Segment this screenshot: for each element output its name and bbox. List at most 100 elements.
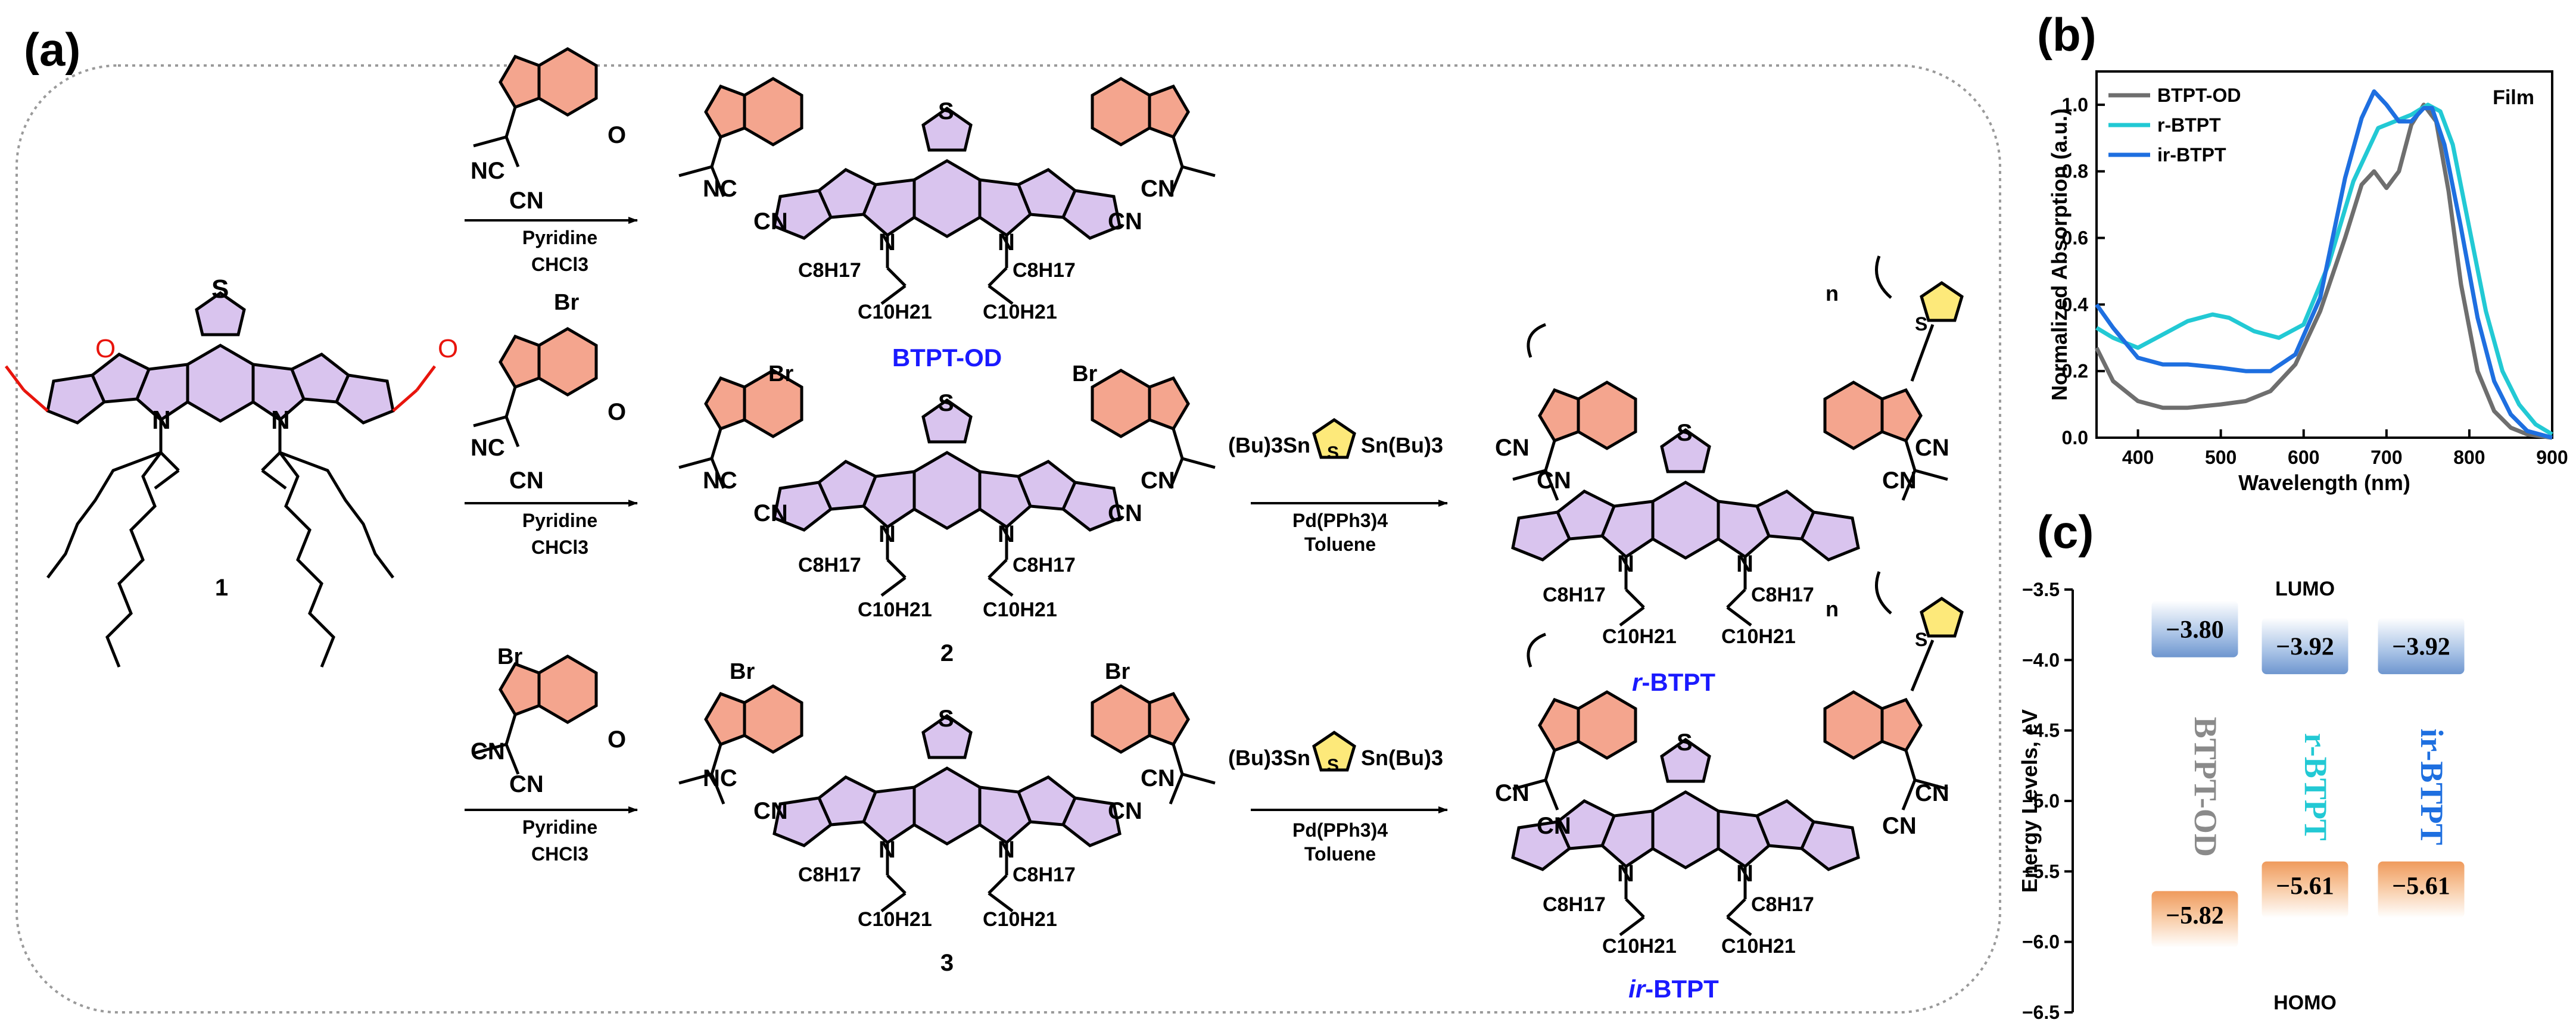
abs-y-tick-label: 1.0 bbox=[2062, 94, 2088, 116]
compound-2-N-left: N bbox=[879, 521, 896, 547]
abs-x-tick-label: 900 bbox=[2536, 447, 2568, 468]
btpt-od-end-left bbox=[679, 79, 802, 197]
energy-lumo-value-1: −3.92 bbox=[2276, 633, 2334, 660]
row3-stannane-left: (Bu)3Sn bbox=[1228, 746, 1310, 770]
compound-3-chain-c8-right: C8H17 bbox=[1013, 863, 1076, 886]
row3-reagent-toluene: Toluene bbox=[1304, 843, 1376, 865]
compound-2-chain-c10-left: C10H21 bbox=[858, 598, 932, 621]
compound-2-CN-left: CN bbox=[753, 500, 788, 526]
compound-3-br-right: Br bbox=[1105, 659, 1130, 684]
compound-2-NC: NC bbox=[703, 467, 737, 494]
compound-3-label: 3 bbox=[940, 950, 954, 976]
ir-btpt-n: n bbox=[1826, 597, 1839, 621]
compound-1-atom-S-top: S bbox=[211, 275, 229, 304]
energy-homo-value-2: −5.61 bbox=[2392, 872, 2450, 900]
energy-category-label-2: ir-BTPT bbox=[2414, 728, 2450, 845]
r-btpt-N-right: N bbox=[1736, 551, 1753, 577]
row3-reagent-chcl3: CHCl3 bbox=[531, 843, 588, 865]
r-btpt-label: r-BTPT bbox=[1632, 668, 1715, 696]
row2-stannane-left: (Bu)3Sn bbox=[1228, 433, 1310, 457]
r-btpt-bracket-right bbox=[1875, 255, 1892, 299]
abs-y-tick-label: 0.8 bbox=[2062, 161, 2088, 182]
abs-legend-label-0: BTPT-OD bbox=[2157, 85, 2241, 106]
row1-reagent-pyridine: Pyridine bbox=[522, 227, 597, 248]
energy-homo-value-0: −5.82 bbox=[2166, 902, 2223, 930]
abs-legend-label-2: ir-BTPT bbox=[2157, 144, 2226, 166]
ir-btpt-N-left: N bbox=[1617, 860, 1634, 887]
row2-reagent bbox=[474, 329, 596, 447]
ir-btpt-S-top: S bbox=[1677, 729, 1693, 756]
ir-btpt-end-left bbox=[1513, 692, 1636, 810]
energy-lumo-bar-1 bbox=[2262, 618, 2348, 675]
compound-1-label: 1 bbox=[215, 575, 228, 601]
row1-reagent-chcl3: CHCl3 bbox=[531, 254, 588, 275]
btpt-od-N-right: N bbox=[998, 229, 1015, 255]
energy-y-tick-label: −4.0 bbox=[2022, 649, 2060, 671]
row3-reagent-pyridine: Pyridine bbox=[522, 816, 597, 838]
abs-y-tick-label: 0.6 bbox=[2062, 227, 2088, 249]
btpt-od-N-left: N bbox=[879, 229, 896, 255]
ir-btpt-chain-c8-right: C8H17 bbox=[1751, 893, 1814, 916]
energy-lumo-value-2: −3.92 bbox=[2392, 633, 2450, 660]
compound-2-br-left: Br bbox=[768, 361, 793, 386]
row2-reagent-o: O bbox=[608, 399, 626, 425]
abs-film-annotation: Film bbox=[2493, 86, 2534, 109]
compound-3-chain-c10-right: C10H21 bbox=[983, 908, 1057, 931]
row1-reagent-cn: CN bbox=[509, 188, 544, 214]
abs-x-axis-label: Wavelength (nm) bbox=[2238, 470, 2410, 495]
ir-btpt-label-prefix: ir bbox=[1628, 975, 1647, 1003]
compound-3-N-left: N bbox=[879, 837, 896, 863]
abs-y-axis-label: Normalized Absorption (a.u.) bbox=[2047, 108, 2072, 401]
energy-y-axis-label: Energy Levels, eV bbox=[2017, 709, 2042, 893]
compound-3-CN-right2: CN bbox=[1108, 798, 1142, 824]
abs-series-line-2 bbox=[2095, 89, 2553, 440]
abs-legend-label-1: r-BTPT bbox=[2157, 114, 2221, 136]
ir-btpt-N-right: N bbox=[1736, 860, 1753, 887]
row2-stannane-S: S bbox=[1327, 443, 1339, 463]
row2-reagent-br: Br bbox=[554, 290, 579, 315]
energy-homo-bar-1 bbox=[2262, 861, 2348, 918]
energy-lumo-value-0: −3.80 bbox=[2166, 616, 2223, 644]
row2-reagent-toluene: Toluene bbox=[1304, 534, 1376, 555]
compound-2-label: 2 bbox=[940, 640, 954, 666]
row2-reagent-pd: Pd(PPh3)4 bbox=[1292, 510, 1388, 531]
ir-btpt-link bbox=[1910, 640, 1935, 691]
btpt-od-chain-c8-left: C8H17 bbox=[798, 259, 861, 282]
r-btpt-N-left: N bbox=[1617, 551, 1634, 577]
ir-btpt-chain-c10-left: C10H21 bbox=[1602, 935, 1677, 958]
r-btpt-CN-right2: CN bbox=[1882, 467, 1917, 494]
compound-2-chain-c8-right: C8H17 bbox=[1013, 554, 1076, 576]
row3-reagent-nc: CN bbox=[471, 738, 505, 765]
row2-reagent-nc: NC bbox=[471, 435, 505, 461]
abs-y-tick-label: 0.0 bbox=[2062, 427, 2088, 448]
btpt-od-chain-c10-left: C10H21 bbox=[858, 301, 932, 323]
compound-2-br-right: Br bbox=[1072, 361, 1097, 386]
btpt-od-label: BTPT-OD bbox=[892, 344, 1002, 372]
r-btpt-bracket-left bbox=[1527, 323, 1546, 358]
row3-reagent-br: Br bbox=[497, 644, 522, 669]
r-btpt-chain-c10-right: C10H21 bbox=[1721, 625, 1796, 648]
energy-y-tick-label: −5.5 bbox=[2022, 860, 2060, 882]
energy-category-label-1: r-BTPT bbox=[2298, 733, 2334, 841]
r-btpt-chain-c8-right: C8H17 bbox=[1751, 584, 1814, 606]
abs-y-tick-label: 0.2 bbox=[2062, 360, 2088, 382]
r-btpt-label-suffix: -BTPT bbox=[1641, 668, 1715, 696]
compound-2-chain-c10-right: C10H21 bbox=[983, 598, 1057, 621]
r-btpt-CN-right: CN bbox=[1915, 435, 1949, 461]
ir-btpt-chain-c8-left: C8H17 bbox=[1543, 893, 1606, 916]
ir-btpt-CN-right: CN bbox=[1915, 780, 1949, 806]
compound-3-NC: NC bbox=[703, 765, 737, 791]
ir-btpt-CN-left: CN bbox=[1495, 780, 1530, 806]
ir-btpt-label: ir-BTPT bbox=[1628, 975, 1719, 1003]
row2-stannane-right: Sn(Bu)3 bbox=[1361, 433, 1443, 457]
abs-x-tick-label: 700 bbox=[2371, 447, 2402, 468]
r-btpt-chain-c10-left: C10H21 bbox=[1602, 625, 1677, 648]
ir-btpt-chain-c10-right: C10H21 bbox=[1721, 935, 1796, 958]
ir-btpt-bracket-left bbox=[1527, 632, 1546, 668]
abs-x-tick-label: 600 bbox=[2288, 447, 2319, 468]
abs-x-tick-label: 800 bbox=[2453, 447, 2485, 468]
compound-2-N-right: N bbox=[998, 521, 1015, 547]
row3-stannane-right: Sn(Bu)3 bbox=[1361, 746, 1443, 770]
compound-1-structure bbox=[5, 293, 436, 668]
abs-x-tick-label: 500 bbox=[2205, 447, 2237, 468]
